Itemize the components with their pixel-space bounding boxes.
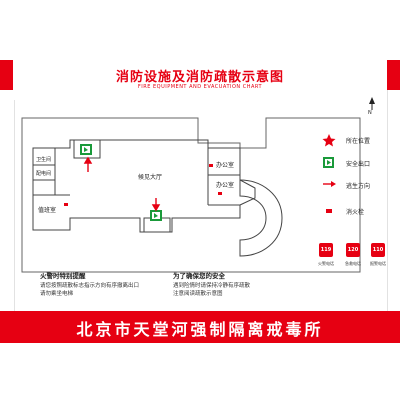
page-subtitle: FIRE EQUIPMENT AND EVACUATION CHART bbox=[137, 84, 263, 90]
phone-badge: 119 bbox=[319, 243, 333, 257]
legend-label: 安全出口 bbox=[346, 161, 371, 168]
phone-label: 急救电话 bbox=[345, 261, 361, 266]
hydrant-marker bbox=[218, 192, 222, 195]
phone-label: 报警电话 bbox=[370, 261, 386, 266]
exit-icon bbox=[323, 157, 334, 168]
hydrant-icon bbox=[326, 209, 332, 213]
arrow-icon bbox=[323, 181, 336, 187]
north-arrow bbox=[369, 97, 375, 110]
room-label-hall: 候见大厅 bbox=[138, 174, 163, 181]
room-label-office: 办公室 bbox=[216, 162, 235, 169]
hydrant-marker bbox=[209, 164, 213, 167]
chart-frame bbox=[14, 60, 388, 322]
legend-label: 所在位置 bbox=[346, 138, 371, 145]
notes-right-heading: 为了确保您的安全 bbox=[173, 272, 225, 280]
room-label-power: 配电间 bbox=[36, 171, 52, 177]
header-panel bbox=[13, 60, 387, 100]
notes-right-line: 注意阅读疏散示意图 bbox=[173, 291, 223, 297]
room-label-duty: 值班室 bbox=[38, 207, 57, 214]
notes-left: 火警时特别提醒 请您按照疏散标志指示方向有序撤离出口 请勿乘坐电梯 bbox=[40, 270, 139, 298]
room-label-restroom: 卫生间 bbox=[36, 157, 52, 163]
hydrant-marker bbox=[64, 203, 68, 206]
exit-sign-bottom bbox=[150, 210, 162, 221]
north-label: N bbox=[368, 110, 372, 116]
building-outline bbox=[21, 117, 361, 273]
phone-badge: 110 bbox=[371, 243, 385, 257]
notes-left-heading: 火警时特别提醒 bbox=[40, 272, 86, 280]
exit-sign-top bbox=[80, 144, 92, 155]
legend-label: 消火栓 bbox=[346, 209, 365, 216]
star-icon bbox=[322, 134, 336, 147]
stair-top bbox=[73, 139, 101, 159]
notes-left-line: 请勿乘坐电梯 bbox=[40, 291, 74, 297]
notes-right: 为了确保您的安全 遇到险情时请保持冷静有序疏散 注意阅读疏散示意图 bbox=[173, 270, 250, 298]
footer-bar bbox=[0, 311, 400, 343]
notes-right-line: 遇到险情时请保持冷静有序疏散 bbox=[173, 283, 251, 289]
room-label-office: 办公室 bbox=[216, 182, 235, 189]
round-wing bbox=[239, 179, 283, 257]
page-title: 消防设施及消防疏散示意图 bbox=[115, 70, 284, 85]
phone-label: 火警电话 bbox=[318, 261, 334, 266]
legend-label: 逃生方向 bbox=[346, 183, 371, 190]
arrow-head bbox=[151, 204, 161, 212]
footer-text: 北京市天堂河强制隔离戒毒所 bbox=[76, 320, 324, 339]
legend-symbols bbox=[322, 134, 336, 213]
notes-left-line: 请您按照疏散标志指示方向有序撤离出口 bbox=[40, 283, 140, 289]
arrow-head bbox=[83, 156, 93, 164]
phone-badge: 120 bbox=[346, 243, 360, 257]
